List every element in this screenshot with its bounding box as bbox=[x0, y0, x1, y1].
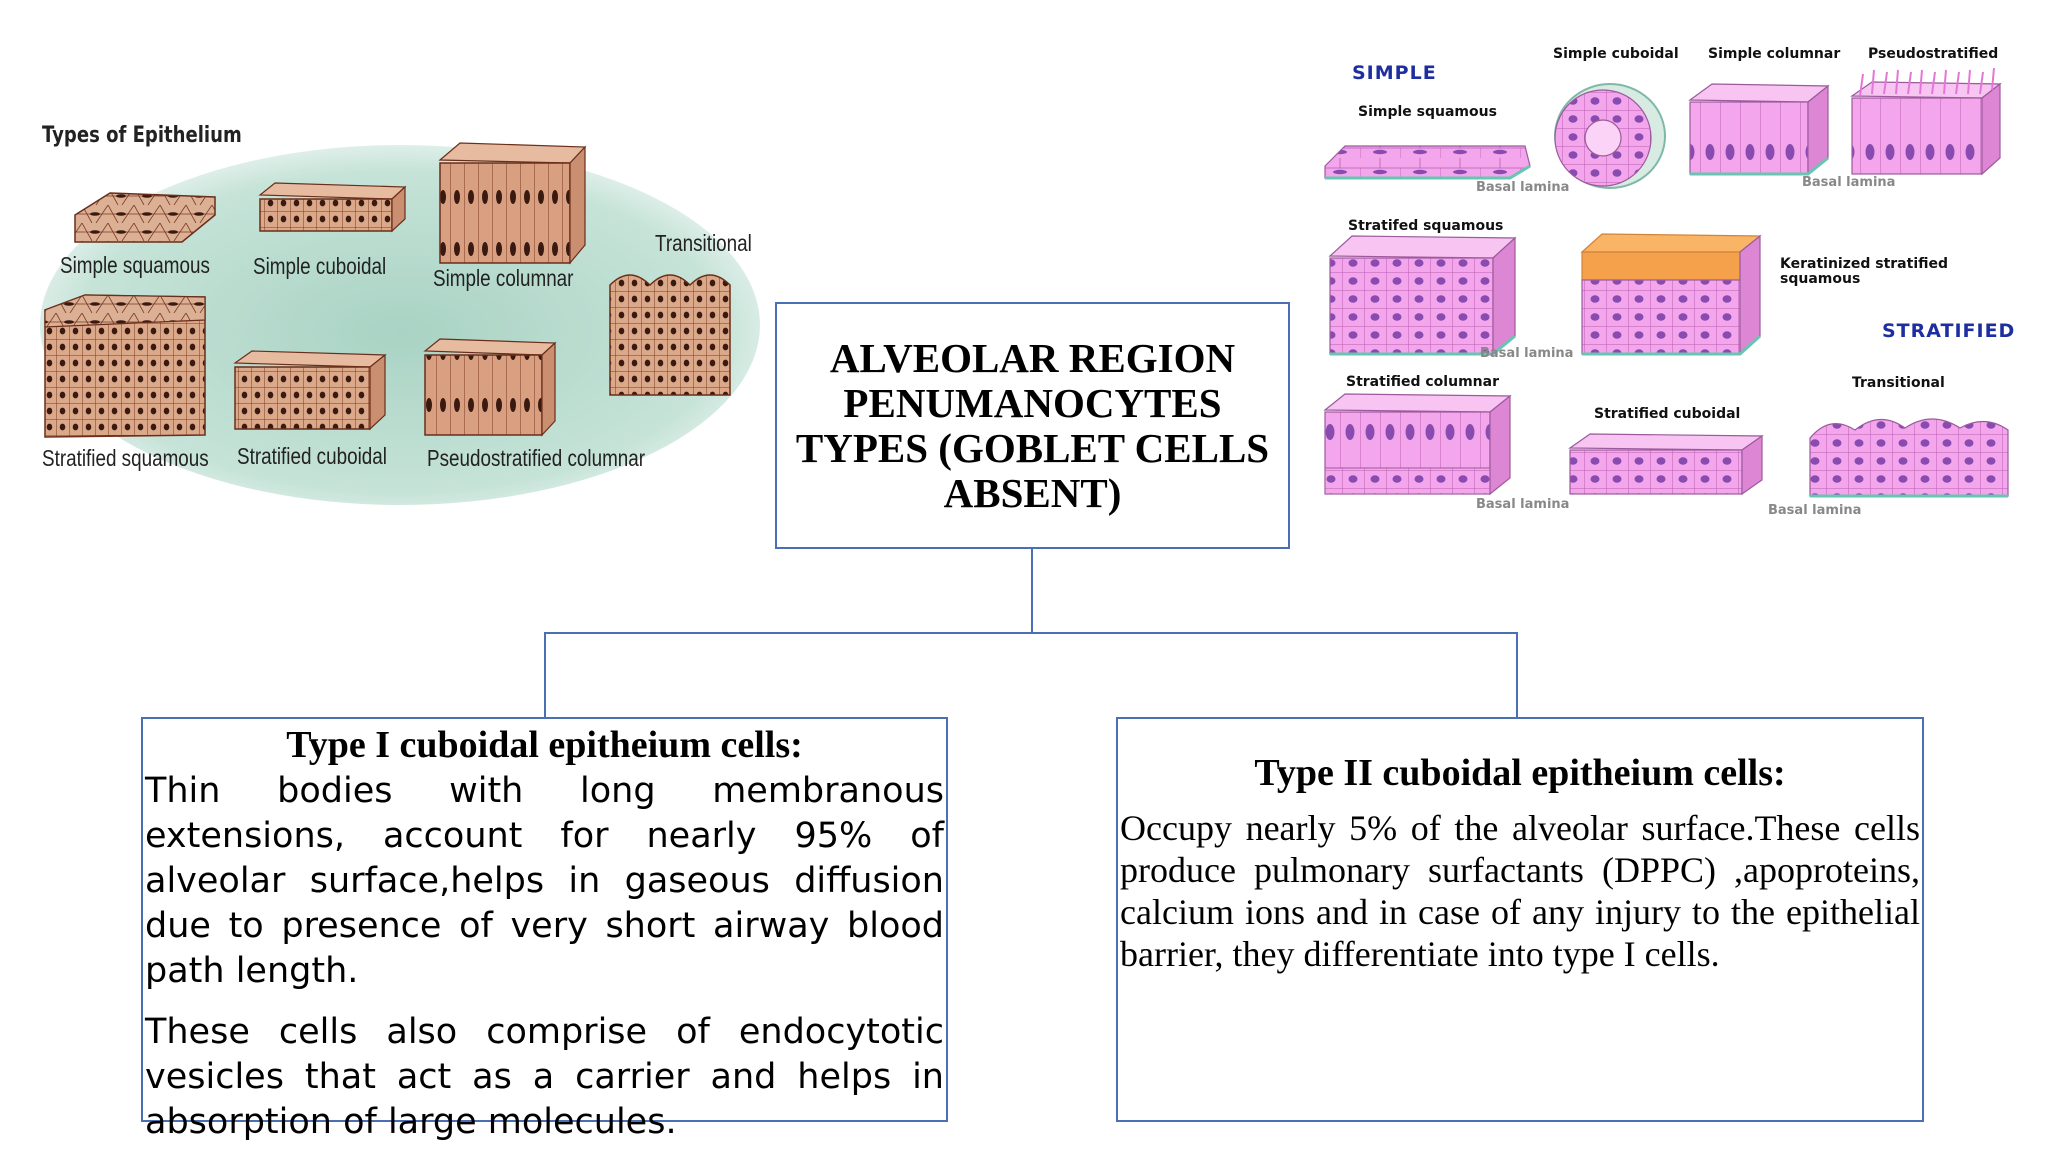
connector-right-drop bbox=[1516, 632, 1518, 718]
rlabel-simple-cuboidal: Simple cuboidal bbox=[1553, 46, 1679, 62]
label-simple-squamous: Simple squamous bbox=[60, 252, 210, 278]
label-stratified-heading: STRATIFIED bbox=[1882, 320, 2016, 342]
type2-heading: Type II cuboidal epitheium cells: bbox=[1254, 752, 1786, 794]
type2-box: Type II cuboidal epitheium cells: Occupy… bbox=[1116, 717, 1924, 1122]
type1-heading: Type I cuboidal epitheium cells: bbox=[286, 724, 803, 766]
label-simple-columnar: Simple columnar bbox=[433, 265, 574, 291]
label-pseudostratified-columnar: Pseudostratified columnar bbox=[427, 445, 646, 471]
label-stratified-squamous: Stratified squamous bbox=[42, 445, 209, 471]
rlabel-keratinized-2: squamous bbox=[1780, 271, 1861, 287]
rlabel-transitional: Transitional bbox=[1852, 375, 1945, 391]
center-title: ALVEOLAR REGION PENUMANOCYTES TYPES (GOB… bbox=[795, 334, 1270, 516]
basal-lamina-label: Basal lamina bbox=[1480, 346, 1574, 361]
connector-vertical-top bbox=[1031, 549, 1033, 633]
connector-horizontal bbox=[544, 632, 1518, 634]
left-figure-art bbox=[30, 115, 760, 505]
basal-lamina-label: Basal lamina bbox=[1802, 175, 1896, 190]
left-figure-title: Types of Epithelium bbox=[42, 123, 242, 148]
rlabel-stratified-cuboidal: Stratified cuboidal bbox=[1594, 406, 1741, 422]
type2-paragraph-1: Occupy nearly 5% of the alveolar surface… bbox=[1120, 808, 1920, 974]
rlabel-pseudostratified: Pseudostratified bbox=[1868, 46, 1999, 62]
rlabel-stratified-columnar: Stratified columnar bbox=[1346, 374, 1499, 390]
basal-lamina-label: Basal lamina bbox=[1768, 503, 1862, 518]
type1-paragraph-2: These cells also comprise of endocytotic… bbox=[145, 1012, 944, 1142]
rlabel-simple-squamous: Simple squamous bbox=[1358, 104, 1497, 120]
label-simple-heading: SIMPLE bbox=[1352, 62, 1437, 84]
basal-lamina-label: Basal lamina bbox=[1476, 180, 1570, 195]
rlabel-stratified-squamous: Stratifed squamous bbox=[1348, 218, 1504, 234]
rlabel-simple-columnar: Simple columnar bbox=[1708, 46, 1841, 62]
label-stratified-cuboidal: Stratified cuboidal bbox=[237, 443, 387, 469]
type1-paragraph-1: Thin bodies with long membranous extensi… bbox=[145, 771, 944, 991]
type1-box: Type I cuboidal epitheium cells: Thin bo… bbox=[141, 717, 948, 1142]
left-epithelium-figure: Types of Epithelium Simple squamous Simp… bbox=[30, 115, 760, 505]
rlabel-keratinized-1: Keratinized stratified bbox=[1780, 256, 1949, 272]
right-figure-art bbox=[1323, 67, 2009, 498]
label-transitional: Transitional bbox=[655, 230, 752, 256]
connector-left-drop bbox=[544, 632, 546, 718]
center-title-box: ALVEOLAR REGION PENUMANOCYTES TYPES (GOB… bbox=[775, 302, 1290, 549]
basal-lamina-label: Basal lamina bbox=[1476, 497, 1570, 512]
label-simple-cuboidal: Simple cuboidal bbox=[253, 253, 387, 279]
right-epithelium-figure: SIMPLE STRATIFIED Simple squamous Simple… bbox=[1320, 38, 2020, 528]
